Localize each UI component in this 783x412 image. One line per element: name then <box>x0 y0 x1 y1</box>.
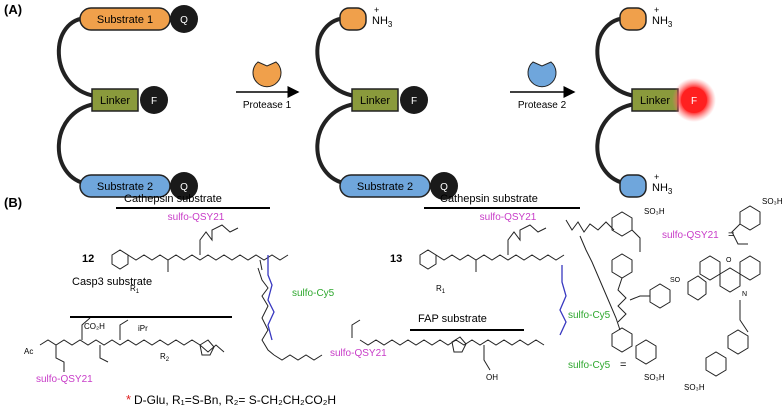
protease2-label: Protease 2 <box>518 100 567 111</box>
fluorophore-dark <box>140 86 168 114</box>
c13-cathepsin-label: Cathepsin substrate <box>440 193 538 205</box>
quencher-bottom-label: Q <box>180 182 188 193</box>
c12-co2h: CO₂H <box>84 322 105 331</box>
qsy-so3h-top: SO₃H <box>762 197 783 206</box>
linker-label: Linker <box>100 95 130 107</box>
fluorophore-label-3: F <box>691 96 697 107</box>
nh3-plus-bottom: + <box>654 172 659 182</box>
stage1-construct: Substrate 1 Q Linker F Substrate 2 Q <box>56 5 198 200</box>
qsy-definition: sulfo-QSY21 = SO₃H SO₃H SO N O <box>629 197 783 392</box>
quencher-bottom <box>170 172 198 200</box>
stage3-construct: NH3 + Linker F NH3 + <box>595 5 716 198</box>
c12-casp3-label: Casp3 substrate <box>72 276 152 288</box>
c12-r1: R1 <box>130 284 140 295</box>
cy5-so3h-top: SO₃H <box>644 207 665 216</box>
c13-fap-label: FAP substrate <box>418 313 487 325</box>
qsy-def-eq: = <box>728 229 734 241</box>
substrate2-label: Substrate 2 <box>97 181 153 193</box>
panel-a-label: (A) <box>4 2 22 17</box>
footnote-star: * <box>126 392 131 407</box>
protease1-pacman-icon <box>252 61 282 88</box>
protease1-label: Protease 1 <box>243 100 292 111</box>
linker-block <box>91 88 139 112</box>
qsy-n: N <box>742 291 747 298</box>
c12-qsy-top: sulfo-QSY21 <box>168 212 225 223</box>
compound-12: Cathepsin substrate sulfo-QSY21 12 R1 su… <box>24 193 335 385</box>
nh3-bottom-3: NH3 <box>652 182 673 196</box>
c13-glu-linker <box>559 265 567 336</box>
substrate1-label: Substrate 1 <box>97 14 153 26</box>
c12-number: 12 <box>82 253 94 265</box>
c13-number: 13 <box>390 253 402 265</box>
c13-r1: R1 <box>436 284 446 295</box>
cy5-definition: SO₃H SO₃H sulfo-Cy5 = <box>568 207 665 382</box>
nh3-plus-3: + <box>654 5 659 15</box>
fluorophore-label-2: F <box>411 96 417 107</box>
c13-oh: OH <box>486 373 498 382</box>
compound-13: Cathepsin substrate sulfo-QSY21 13 R1 su… <box>330 193 621 382</box>
c12-ipr: iPr <box>138 324 148 333</box>
c12-ac: Ac <box>24 347 33 356</box>
quencher-top-label: Q <box>180 15 188 26</box>
linker-label-3: Linker <box>640 95 670 107</box>
fluorophore-label: F <box>151 96 157 107</box>
nh3-plus: + <box>374 5 379 15</box>
c13-cy5: sulfo-Cy5 <box>568 310 611 321</box>
cy5-def-label: sulfo-Cy5 <box>568 360 611 371</box>
arrow-1: Protease 1 <box>236 61 300 111</box>
stage2-construct: NH3 + Linker F Substrate 2 Q <box>315 5 458 200</box>
protease2-pacman-icon <box>527 61 557 88</box>
qsy-so3h-bottom: SO₃H <box>684 383 705 392</box>
nh3-top-3: NH3 <box>652 15 673 29</box>
quencher-label-2: Q <box>440 182 448 193</box>
qsy-so2: SO <box>670 277 681 284</box>
panel-b-label: (B) <box>4 195 22 210</box>
linker-label-2: Linker <box>360 95 390 107</box>
c12-qsy-bottom: sulfo-QSY21 <box>36 374 93 385</box>
c12-glu-linker <box>267 255 275 341</box>
c13-qsy-top: sulfo-QSY21 <box>480 212 537 223</box>
c13-qsy-bottom: sulfo-QSY21 <box>330 348 387 359</box>
quencher-top <box>170 5 198 33</box>
substrate2-label-2: Substrate 2 <box>357 181 413 193</box>
arrow-2: Protease 2 <box>510 61 576 111</box>
footnote-text: D-Glu, R₁=S-Bn, R₂= S-CH₂CH₂CO₂H <box>134 393 336 407</box>
cy5-def-eq: = <box>620 359 626 371</box>
substrate1-fragment <box>339 7 367 31</box>
qsy-o: O <box>726 257 732 264</box>
c13-structure <box>351 219 621 371</box>
qsy-def-label: sulfo-QSY21 <box>662 230 719 241</box>
c12-structure <box>39 224 323 372</box>
c12-r2: R2 <box>160 352 170 363</box>
footnote: * D-Glu, R₁=S-Bn, R₂= S-CH₂CH₂CO₂H <box>126 392 336 407</box>
c12-cathepsin-label: Cathepsin substrate <box>124 193 222 205</box>
cy5-so3h-bottom: SO₃H <box>644 373 665 382</box>
c12-cy5: sulfo-Cy5 <box>292 288 335 299</box>
nh3-top: NH3 <box>372 15 393 29</box>
